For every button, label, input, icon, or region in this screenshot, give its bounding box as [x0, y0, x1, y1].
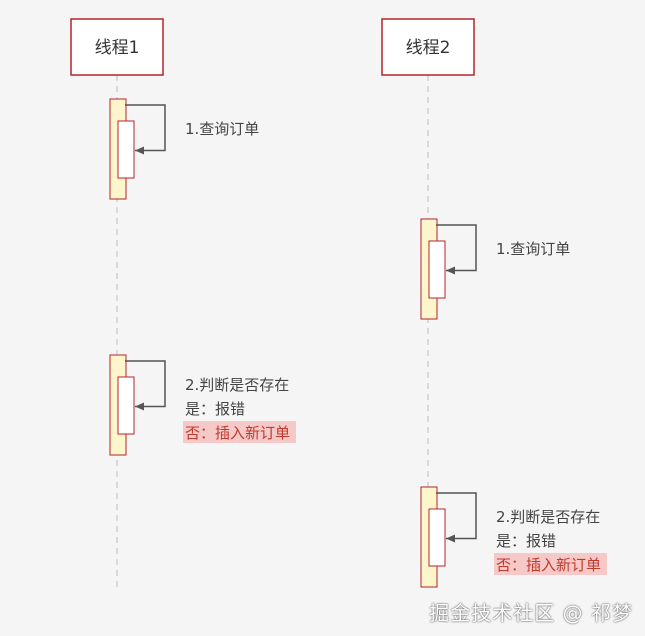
activation-inner [428, 508, 446, 567]
activation-inner [117, 376, 135, 435]
message-text: 是：报错 [185, 400, 245, 418]
message-text: 1.查询订单 [185, 120, 259, 138]
self-message-arrow [125, 104, 166, 155]
self-message-arrow [125, 360, 166, 411]
highlight-background [494, 553, 607, 575]
message-text: 2.判断是否存在 [185, 376, 289, 394]
message-text: 2.判断是否存在 [496, 508, 600, 526]
participant-box-t2 [381, 18, 475, 76]
message-text: 否：插入新订单 [496, 556, 601, 574]
participant-box-t1 [70, 18, 164, 76]
highlight-background [183, 421, 296, 443]
self-message-arrow [436, 492, 477, 543]
watermark: 掘金技术社区 @ 祁梦 [429, 601, 633, 625]
participant-label-t2: 线程2 [406, 38, 451, 58]
message-text: 否：插入新订单 [185, 424, 290, 442]
self-message-arrow [436, 224, 477, 275]
activation-inner [117, 120, 135, 179]
participant-label-t1: 线程1 [95, 38, 140, 58]
message-text: 1.查询订单 [496, 240, 570, 258]
activation-inner [428, 240, 446, 299]
message-text: 是：报错 [496, 532, 556, 550]
